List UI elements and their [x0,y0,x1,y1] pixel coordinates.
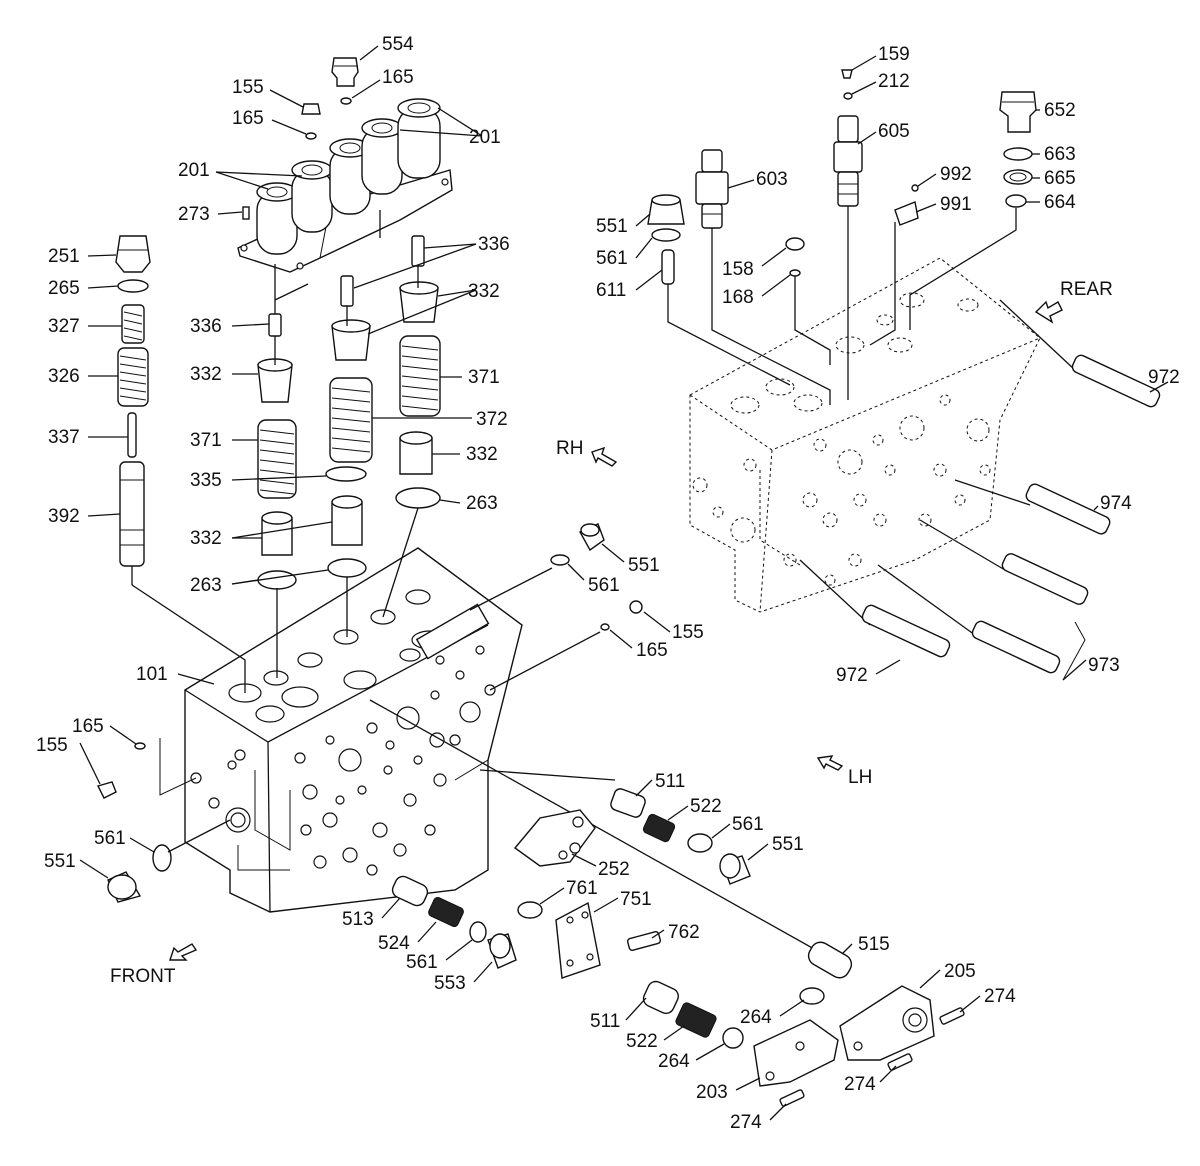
label-part-155: 155 [232,77,264,98]
label-part-158: 158 [722,259,754,280]
label-part-336: 336 [190,316,222,337]
label-part-337: 337 [48,427,80,448]
label-part-203: 203 [696,1082,728,1103]
label-part-273: 273 [178,204,210,225]
label-part-992: 992 [940,164,972,185]
label-part-372: 372 [476,409,508,430]
label-part-205: 205 [944,961,976,982]
label-part-991: 991 [940,194,972,215]
label-part-201: 201 [178,160,210,181]
parts-right-top [647,69,1161,681]
label-part-974: 974 [1100,493,1132,514]
rh-arrow-icon [591,446,618,467]
label-part-274: 274 [730,1112,762,1133]
label-part-326: 326 [48,366,80,387]
label-part-371: 371 [468,367,500,388]
label-part-663: 663 [1044,144,1076,165]
label-part-603: 603 [756,169,788,190]
label-part-263: 263 [190,575,222,596]
label-part-515: 515 [858,934,890,955]
label-part-165: 165 [232,108,264,129]
label-part-522: 522 [626,1031,658,1052]
direction-label-front: FRONT [110,966,176,987]
direction-label-rh: RH [556,438,584,459]
label-part-252: 252 [598,859,630,880]
label-part-165: 165 [382,67,414,88]
label-part-652: 652 [1044,100,1076,121]
label-part-332: 332 [468,281,500,302]
label-part-561: 561 [732,814,764,835]
label-part-264: 264 [658,1051,690,1072]
label-part-327: 327 [48,316,80,337]
label-part-159: 159 [878,44,910,65]
label-part-972: 972 [1148,367,1180,388]
main-valve-block [184,547,523,913]
label-part-664: 664 [1044,192,1076,213]
label-part-551: 551 [596,216,628,237]
label-part-155: 155 [36,735,68,756]
label-part-332: 332 [190,364,222,385]
direction-label-lh: LH [848,767,873,788]
label-part-265: 265 [48,278,80,299]
label-part-973: 973 [1088,655,1120,676]
label-part-561: 561 [406,952,438,973]
front-arrow-icon [169,943,198,961]
solenoid-block [237,98,453,273]
label-part-168: 168 [722,287,754,308]
label-part-332: 332 [190,528,222,549]
label-part-274: 274 [984,986,1016,1007]
label-part-263: 263 [466,493,498,514]
label-part-212: 212 [878,71,910,92]
label-part-751: 751 [620,889,652,910]
label-part-264: 264 [740,1007,772,1028]
label-part-605: 605 [878,121,910,142]
label-part-201: 201 [469,127,501,148]
label-part-561: 561 [588,575,620,596]
label-part-513: 513 [342,909,374,930]
label-part-336: 336 [478,234,510,255]
parts-main-right [96,523,965,1107]
label-part-551: 551 [772,834,804,855]
direction-label-rear: REAR [1060,279,1113,300]
label-part-611: 611 [596,280,627,301]
label-part-332: 332 [466,444,498,465]
label-part-972: 972 [836,665,868,686]
label-part-335: 335 [190,470,222,491]
label-part-155: 155 [672,622,704,643]
label-part-251: 251 [48,246,80,267]
label-part-561: 561 [94,828,126,849]
label-part-392: 392 [48,506,80,527]
right-valve-block [689,257,1076,636]
label-part-553: 553 [434,973,466,994]
label-part-665: 665 [1044,168,1076,189]
label-part-524: 524 [378,933,410,954]
direction-arrows [169,300,1063,961]
label-part-551: 551 [44,851,76,872]
label-part-551: 551 [628,555,660,576]
label-part-522: 522 [690,796,722,817]
label-part-554: 554 [382,34,414,55]
parts-left-stack [115,57,441,693]
label-part-274: 274 [844,1074,876,1095]
label-part-165: 165 [636,640,668,661]
label-part-165: 165 [72,716,104,737]
rear-arrow-icon [1034,300,1063,324]
label-part-101: 101 [136,664,168,685]
label-part-762: 762 [668,922,700,943]
label-part-761: 761 [566,878,598,899]
label-part-511: 511 [590,1011,621,1032]
lh-arrow-icon [816,755,844,771]
label-part-561: 561 [596,248,628,269]
label-part-371: 371 [190,430,222,451]
leader-lines [79,45,1169,1121]
label-part-511: 511 [655,771,686,792]
